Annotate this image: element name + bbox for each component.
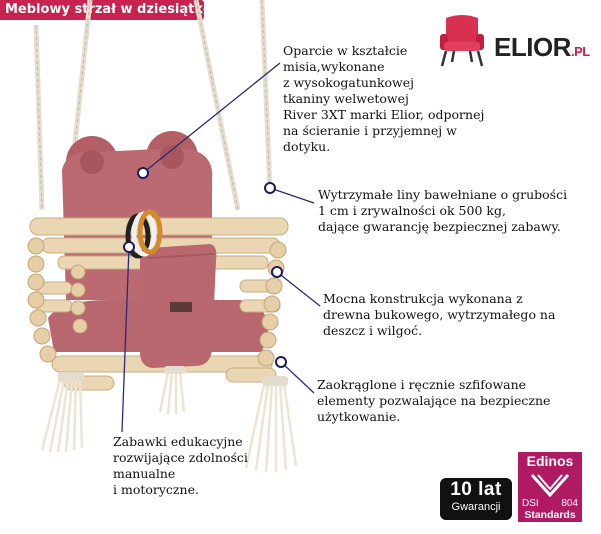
elior-logo-text: ELIOR.PL [494,32,590,62]
edinos-dsi: DSI [522,498,539,509]
annotation-markers [123,167,287,368]
warranty-years: 10 lat [450,479,502,500]
annotation-leaders [121,62,321,433]
edinos-title: Edinos [526,453,574,469]
annotation-ropes: Wytrzymałe liny bawełniane o grubości 1 … [318,187,568,234]
annotation-toys: Zabawki edukacyjne rozwijające zdolności… [113,434,248,497]
promo-banner-text: Meblowy strzał w dziesiątkę! [5,2,218,17]
edinos-badge: Edinos DSI 804 Standards [518,452,582,522]
annotation-frame: Mocna konstrukcja wykonana z drewna buko… [323,291,556,338]
promo-banner: Meblowy strzał w dziesiątkę! [0,0,218,20]
edinos-standards: Standards [524,509,576,521]
elior-logo: ELIOR.PL [432,12,592,70]
edinos-number: 804 [561,498,578,509]
rope-tassels [40,371,298,473]
armchair-icon [440,15,484,67]
edinos-check-icon [530,473,570,497]
front-pocket [140,244,217,368]
warranty-badge: 10 lat Gwarancji [440,478,512,520]
annotation-rounded-elements: Zaokrąglone i ręcznie szfifowane element… [317,377,551,424]
annotation-backrest: Oparcie w kształcie misia,wykonane z wys… [283,43,485,154]
toy-rings [125,209,163,259]
warranty-label: Gwarancji [451,501,501,513]
